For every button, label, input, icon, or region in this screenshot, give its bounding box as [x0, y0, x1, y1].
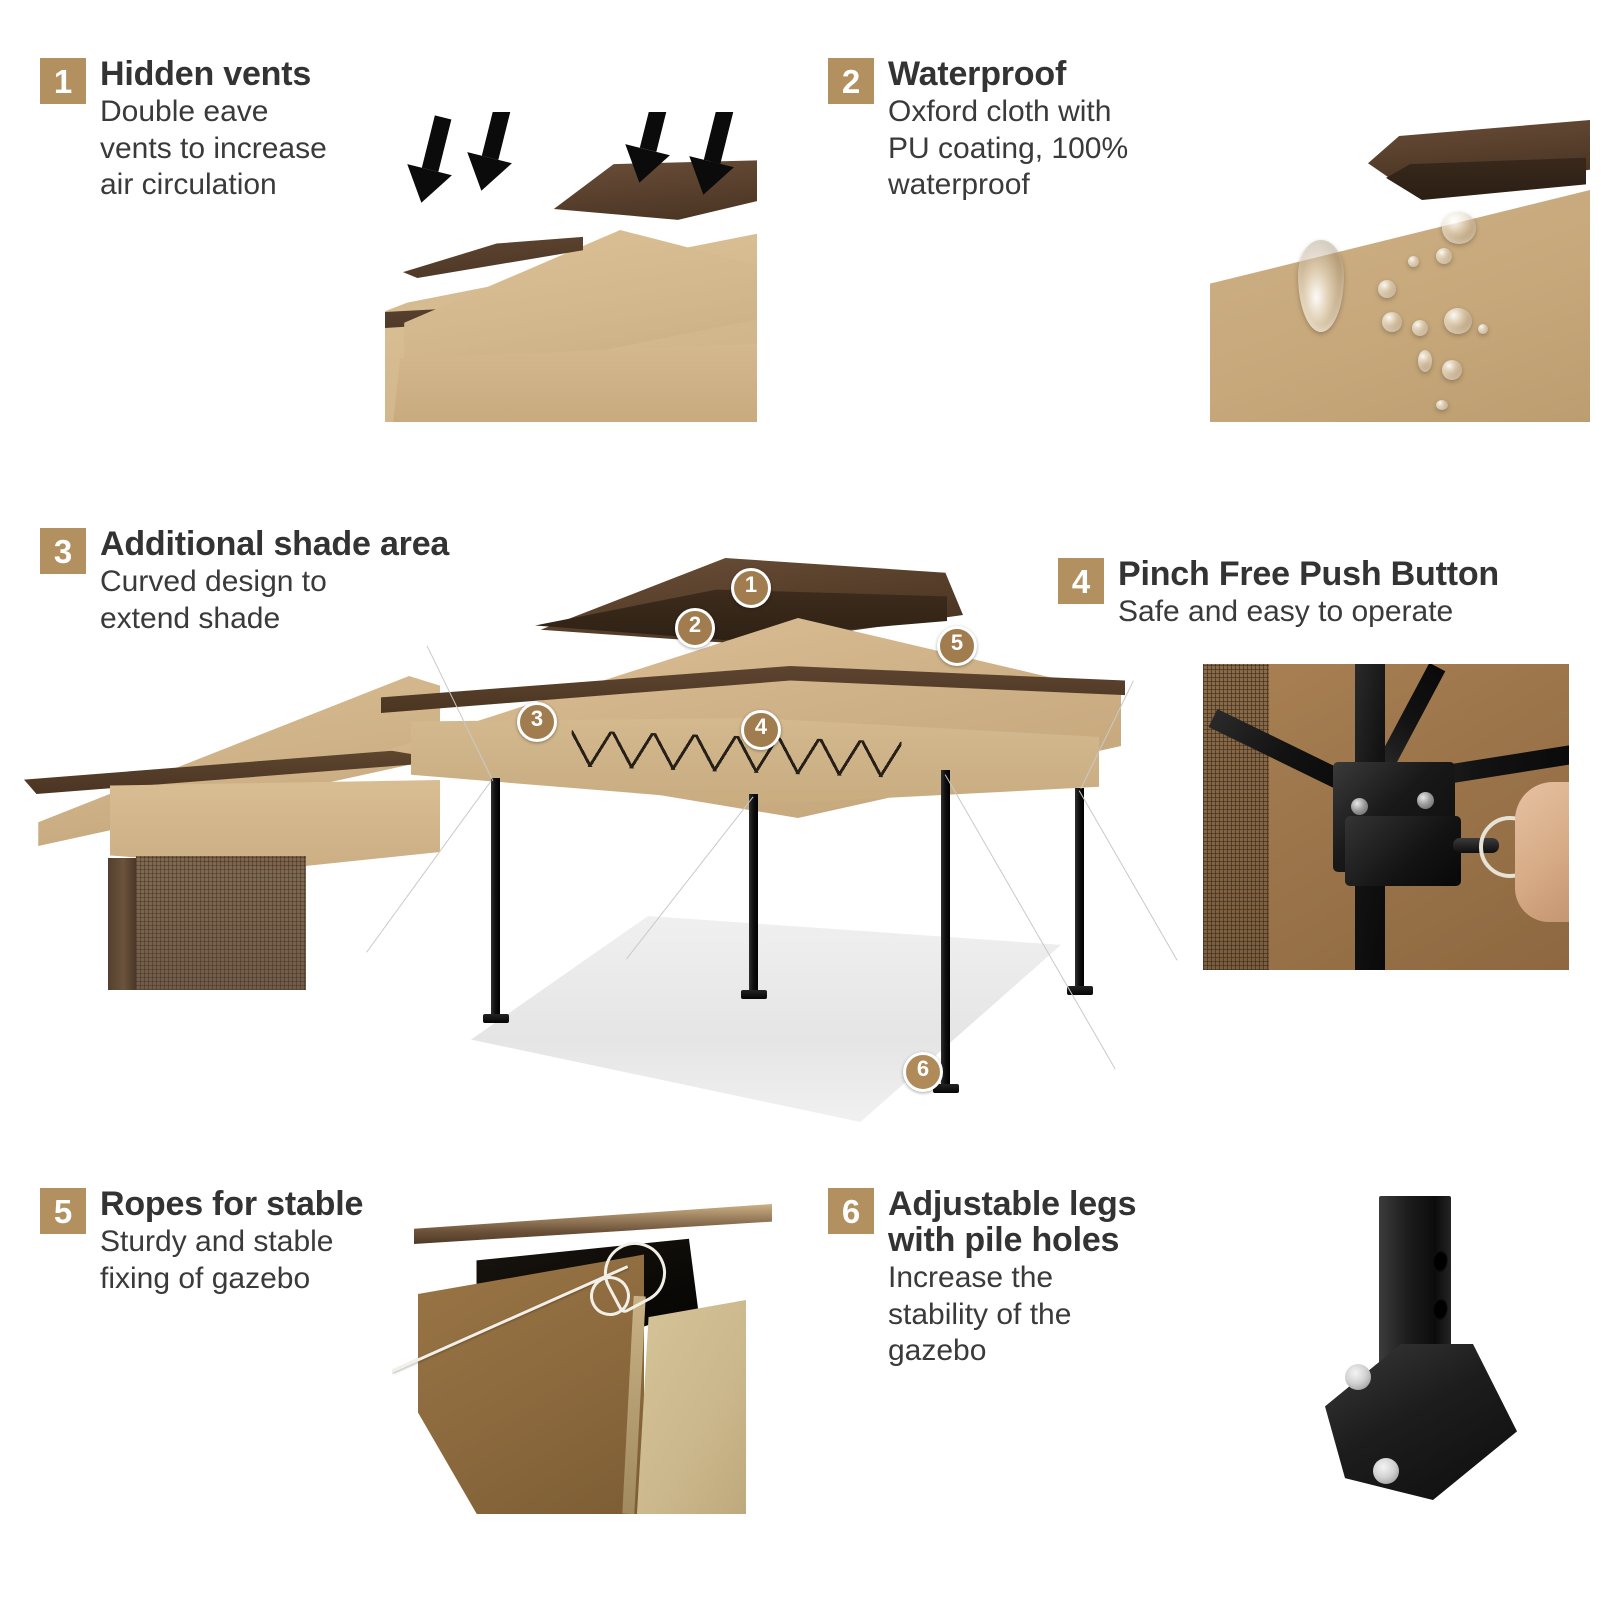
feature-title-6: Adjustable legs with pile holes	[888, 1185, 1137, 1260]
feature-number-badge-2: 2	[828, 58, 874, 104]
push-button-housing	[1345, 816, 1461, 886]
feature-description-2: Oxford cloth with PU coating, 100% water…	[888, 95, 1129, 202]
vent-arrow-icon	[399, 112, 465, 209]
pile-hole	[1433, 1250, 1448, 1272]
guy-rope	[944, 774, 1116, 1070]
canopy-corner-overhang-photo	[20, 650, 440, 990]
canopy-corner-panel	[418, 1254, 644, 1514]
diagram-marker-4: 4	[741, 710, 781, 750]
gazebo-foot	[933, 1084, 959, 1093]
gazebo-overview-diagram: 1 2 3 4 5 6	[365, 530, 1178, 1140]
vent-arrow-icon	[459, 112, 525, 197]
feature-block-2: 2 Waterproof Oxford cloth with PU coatin…	[828, 55, 1178, 204]
gazebo-foot	[741, 990, 767, 999]
water-droplet	[1478, 324, 1488, 334]
water-droplet	[1412, 320, 1428, 336]
feature-number-badge-3: 3	[40, 528, 86, 574]
feature-number-badge-5: 5	[40, 1188, 86, 1234]
leg-base-plate	[1325, 1344, 1517, 1500]
gazebo-leg	[1075, 788, 1084, 988]
hub-screw	[1417, 792, 1434, 809]
feature-block-5: 5 Ropes for stable Sturdy and stable fix…	[40, 1185, 400, 1297]
hand	[1515, 782, 1569, 922]
feature-block-3: 3 Additional shade area Curved design to…	[40, 525, 510, 637]
pile-hole	[1433, 1298, 1448, 1320]
corner-post	[108, 858, 136, 990]
feature-description-5: Sturdy and stable fixing of gazebo	[100, 1225, 334, 1295]
feature-block-1: 1 Hidden vents Double eave vents to incr…	[40, 55, 390, 204]
gazebo-leg	[749, 794, 758, 992]
feature-title-4: Pinch Free Push Button	[1118, 555, 1499, 593]
mosquito-netting	[136, 856, 306, 990]
canopy-top-vents-photo	[385, 112, 757, 422]
feature-number-badge-6: 6	[828, 1188, 874, 1234]
gazebo-leg	[941, 770, 950, 1086]
diagram-marker-3: 3	[517, 702, 557, 742]
canopy-edge	[414, 1204, 772, 1244]
stake-hole	[1345, 1364, 1371, 1390]
water-droplet	[1418, 350, 1432, 372]
gazebo-foot	[483, 1014, 509, 1023]
water-droplet	[1408, 256, 1419, 267]
feature-text-4: Pinch Free Push Button Safe and easy to …	[1118, 555, 1499, 631]
feature-text-6: Adjustable legs with pile holes Increase…	[888, 1185, 1137, 1370]
feature-description-1: Double eave vents to increase air circul…	[100, 95, 327, 202]
guy-rope	[1078, 790, 1178, 961]
water-droplet	[1436, 400, 1448, 410]
canopy-side-panel	[636, 1300, 746, 1514]
water-beading-fabric-photo	[1190, 112, 1590, 422]
frame-hub-push-button-photo	[1203, 664, 1569, 970]
water-droplet	[1378, 280, 1396, 298]
feature-description-4: Safe and easy to operate	[1118, 595, 1454, 629]
feature-block-4: 4 Pinch Free Push Button Safe and easy t…	[1058, 555, 1588, 631]
feature-text-3: Additional shade area Curved design to e…	[100, 525, 450, 637]
feature-description-3: Curved design to extend shade	[100, 565, 327, 635]
water-droplet	[1436, 248, 1452, 264]
gazebo-leg	[491, 778, 500, 1016]
ground-shadow	[471, 916, 1061, 1122]
guy-rope-knot-photo	[392, 1184, 772, 1514]
feature-title-2: Waterproof	[888, 55, 1067, 93]
water-droplet	[1444, 308, 1472, 334]
adjustable-leg-base-photo	[1255, 1186, 1571, 1522]
feature-title-5: Ropes for stable	[100, 1185, 364, 1223]
water-droplet	[1442, 212, 1476, 244]
hub-screw	[1351, 798, 1368, 815]
feature-text-1: Hidden vents Double eave vents to increa…	[100, 55, 327, 204]
feature-text-2: Waterproof Oxford cloth with PU coating,…	[888, 55, 1129, 204]
water-droplet	[1298, 240, 1344, 332]
water-droplet	[1442, 360, 1462, 380]
canopy-side-wall	[393, 344, 757, 422]
feature-number-badge-1: 1	[40, 58, 86, 104]
feature-description-6: Increase the stability of the gazebo	[888, 1261, 1072, 1368]
diagram-marker-5: 5	[937, 626, 977, 666]
gazebo-foot	[1067, 986, 1093, 995]
feature-number-badge-4: 4	[1058, 558, 1104, 604]
diagram-marker-1: 1	[731, 568, 771, 608]
feature-title-3: Additional shade area	[100, 525, 450, 563]
canopy-shade-skirt	[110, 780, 440, 869]
feature-block-6: 6 Adjustable legs with pile holes Increa…	[828, 1185, 1188, 1370]
oxford-fabric-surface	[1210, 190, 1590, 422]
feature-text-5: Ropes for stable Sturdy and stable fixin…	[100, 1185, 364, 1297]
stake-hole	[1373, 1458, 1399, 1484]
mosquito-netting	[1203, 664, 1269, 970]
diagram-marker-2: 2	[675, 608, 715, 648]
water-droplet	[1382, 312, 1402, 332]
guy-rope	[365, 780, 492, 953]
feature-title-1: Hidden vents	[100, 55, 312, 93]
diagram-marker-6: 6	[903, 1052, 943, 1092]
